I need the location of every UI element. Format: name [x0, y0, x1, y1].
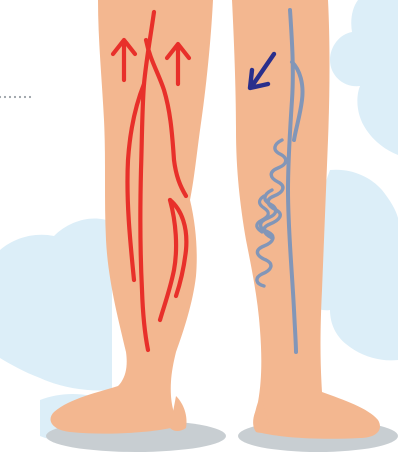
cloud-left	[0, 218, 112, 390]
